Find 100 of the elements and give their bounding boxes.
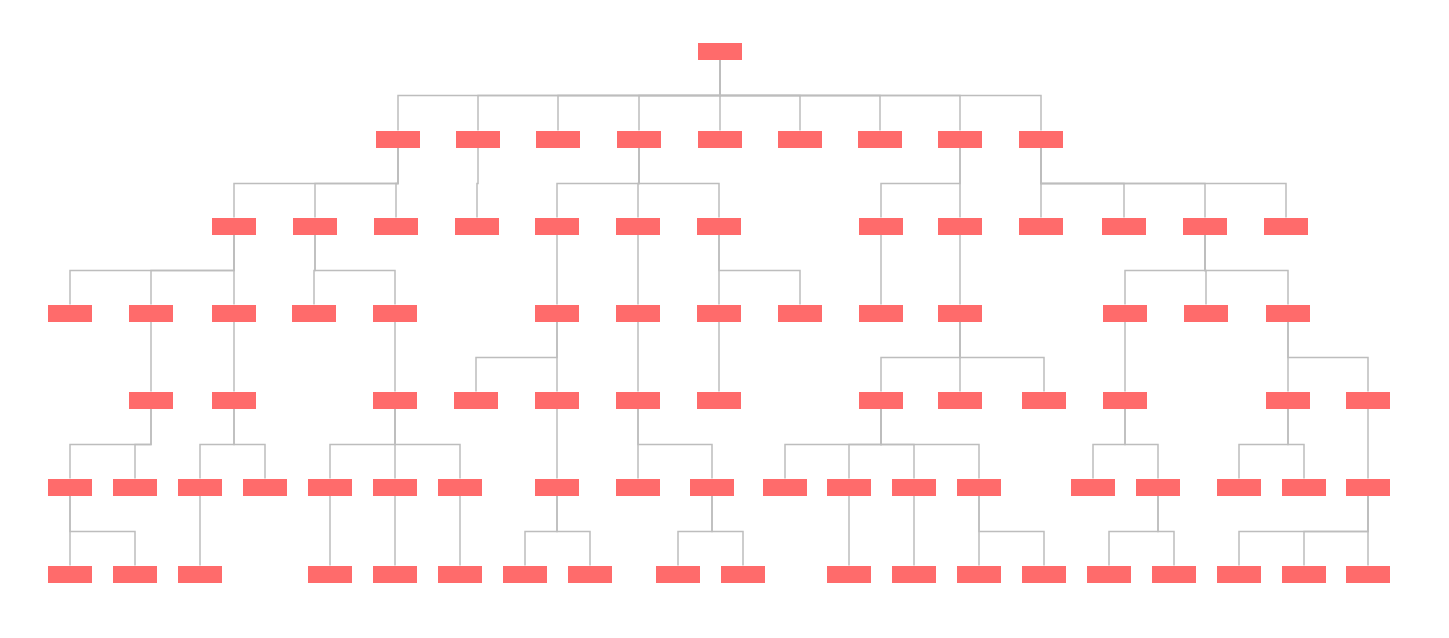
box-node	[690, 478, 734, 496]
box-node	[1266, 391, 1310, 409]
box-node	[535, 391, 579, 409]
connector-line	[1124, 320, 1126, 393]
box-node	[616, 217, 660, 235]
box-node	[697, 217, 741, 235]
box-node	[373, 478, 417, 496]
connector-line	[959, 233, 961, 306]
box-node	[293, 217, 337, 235]
connector-line	[233, 233, 235, 306]
box-node	[454, 391, 498, 409]
box-node	[698, 130, 742, 148]
box-node	[308, 478, 352, 496]
box-node	[1346, 391, 1390, 409]
box-node	[617, 130, 661, 148]
connector-line	[314, 233, 396, 306]
box-node	[778, 304, 822, 322]
box-node	[616, 478, 660, 496]
connector-line	[1124, 407, 1159, 480]
connector-line	[476, 146, 479, 219]
box-node	[1087, 565, 1131, 583]
box-node	[1346, 478, 1390, 496]
connector-line	[1367, 407, 1369, 480]
box-node	[455, 217, 499, 235]
box-node	[376, 130, 420, 148]
connector-line	[459, 494, 461, 567]
box-node	[697, 391, 741, 409]
connector-line	[718, 233, 801, 306]
connector-line	[1157, 494, 1175, 567]
box-node	[697, 304, 741, 322]
box-node	[503, 565, 547, 583]
box-node	[48, 478, 92, 496]
box-node	[438, 565, 482, 583]
box-node	[938, 130, 982, 148]
connector-line	[394, 494, 396, 567]
connector-line	[394, 407, 461, 480]
box-node	[373, 391, 417, 409]
connector-line	[718, 320, 720, 393]
connector-line	[1287, 320, 1369, 393]
connector-line	[556, 494, 591, 567]
connector-line	[329, 494, 331, 567]
box-node	[456, 130, 500, 148]
box-node	[48, 304, 92, 322]
box-node	[535, 304, 579, 322]
box-node	[438, 478, 482, 496]
box-node	[957, 478, 1001, 496]
box-node	[1103, 304, 1147, 322]
connector-line	[978, 494, 1045, 567]
box-node	[1136, 478, 1180, 496]
box-node	[778, 130, 822, 148]
connector-line	[959, 320, 1045, 393]
box-node	[129, 304, 173, 322]
box-node	[1071, 478, 1115, 496]
box-node	[938, 391, 982, 409]
connector-line	[880, 233, 882, 306]
box-node	[374, 217, 418, 235]
box-node	[48, 565, 92, 583]
box-node	[1217, 565, 1261, 583]
box-node	[1264, 217, 1308, 235]
box-node	[1022, 565, 1066, 583]
box-node	[827, 478, 871, 496]
box-node	[858, 130, 902, 148]
box-node	[1019, 217, 1063, 235]
box-node	[859, 304, 903, 322]
box-node	[1103, 391, 1147, 409]
connector-line	[638, 146, 720, 219]
connector-line	[199, 494, 201, 567]
connector-line	[150, 320, 152, 393]
connector-line	[637, 320, 639, 393]
connector-line	[959, 146, 961, 219]
connector-line	[394, 320, 396, 393]
box-node	[859, 391, 903, 409]
box-node	[536, 130, 580, 148]
connector-line	[556, 320, 558, 393]
box-node	[892, 565, 936, 583]
box-node	[212, 217, 256, 235]
box-node	[1282, 478, 1326, 496]
connector-line	[637, 407, 713, 480]
box-node	[243, 478, 287, 496]
connector-line	[69, 494, 136, 567]
box-node	[1152, 565, 1196, 583]
connector-line	[711, 494, 744, 567]
box-node	[763, 478, 807, 496]
box-node	[827, 565, 871, 583]
box-node	[859, 217, 903, 235]
box-node	[129, 391, 173, 409]
connector-line	[233, 320, 235, 393]
box-node	[568, 565, 612, 583]
box-node	[721, 565, 765, 583]
box-node	[535, 217, 579, 235]
box-node	[1102, 217, 1146, 235]
connector-line	[395, 146, 399, 219]
box-node	[535, 478, 579, 496]
box-node	[698, 42, 742, 60]
box-node	[212, 304, 256, 322]
box-node	[1346, 565, 1390, 583]
box-node	[113, 565, 157, 583]
connector-line	[848, 494, 850, 567]
box-node	[373, 565, 417, 583]
connector-line	[913, 494, 915, 567]
